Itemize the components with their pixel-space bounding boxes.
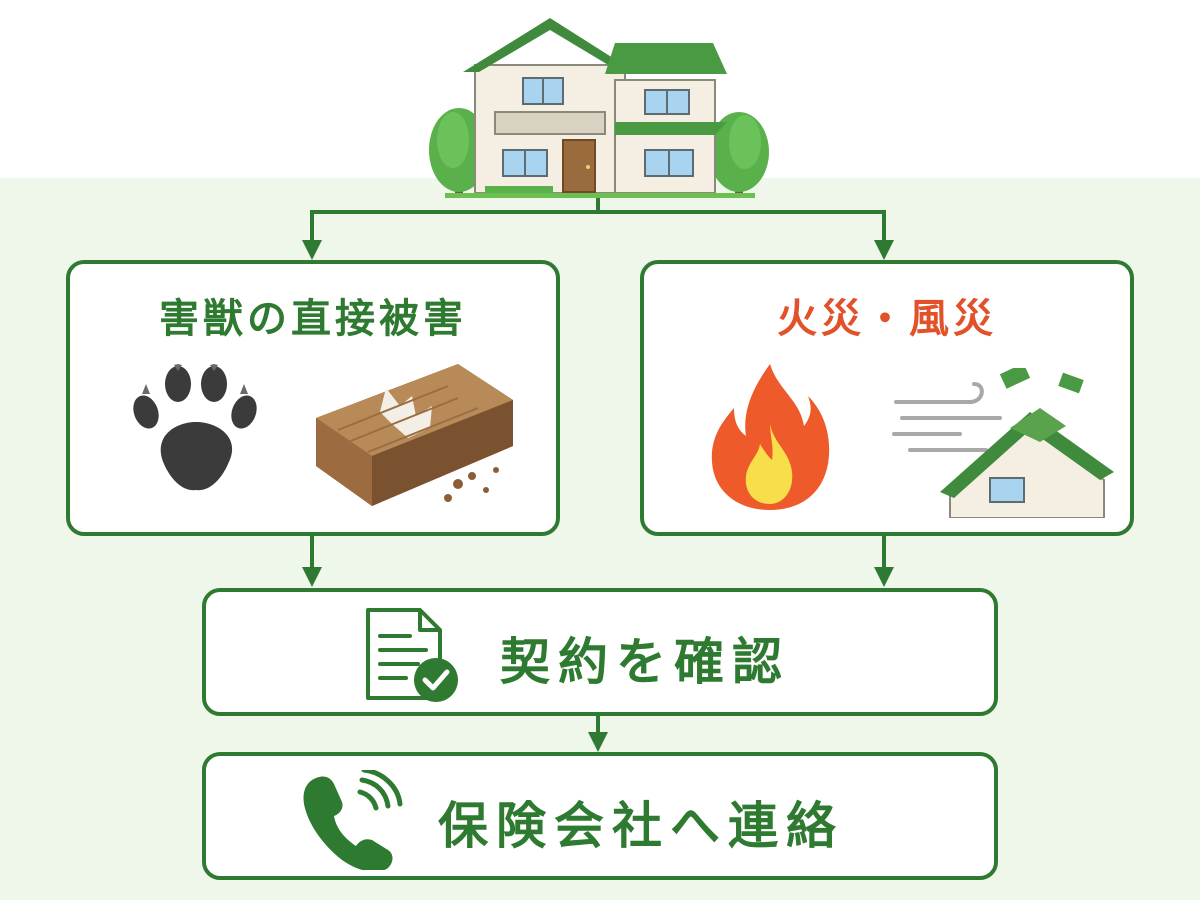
document-check-icon (366, 608, 458, 702)
fire-icon (711, 364, 830, 510)
contact-insurer-label: 保険会社へ連絡 (438, 797, 844, 855)
contact-insurer-box: 保険会社へ連絡 (202, 752, 998, 880)
tree-icon (709, 112, 769, 195)
wildlife-damage-box: 害獣の直接被害 (66, 260, 560, 536)
wildlife-damage-title: 害獣の直接被害 (159, 296, 467, 342)
phone-icon (303, 770, 403, 870)
fire-wind-damage-box: 火災・風災 (640, 260, 1134, 536)
check-contract-label: 契約を確認 (500, 633, 790, 691)
fire-wind-damage-title: 火災・風災 (777, 296, 997, 342)
paw-print-icon (133, 364, 257, 491)
check-contract-box: 契約を確認 (202, 588, 998, 716)
wind-damaged-roof-icon (892, 368, 1114, 518)
house-icon (429, 18, 769, 198)
broken-wood-icon (316, 364, 513, 506)
connector-split (310, 194, 886, 214)
